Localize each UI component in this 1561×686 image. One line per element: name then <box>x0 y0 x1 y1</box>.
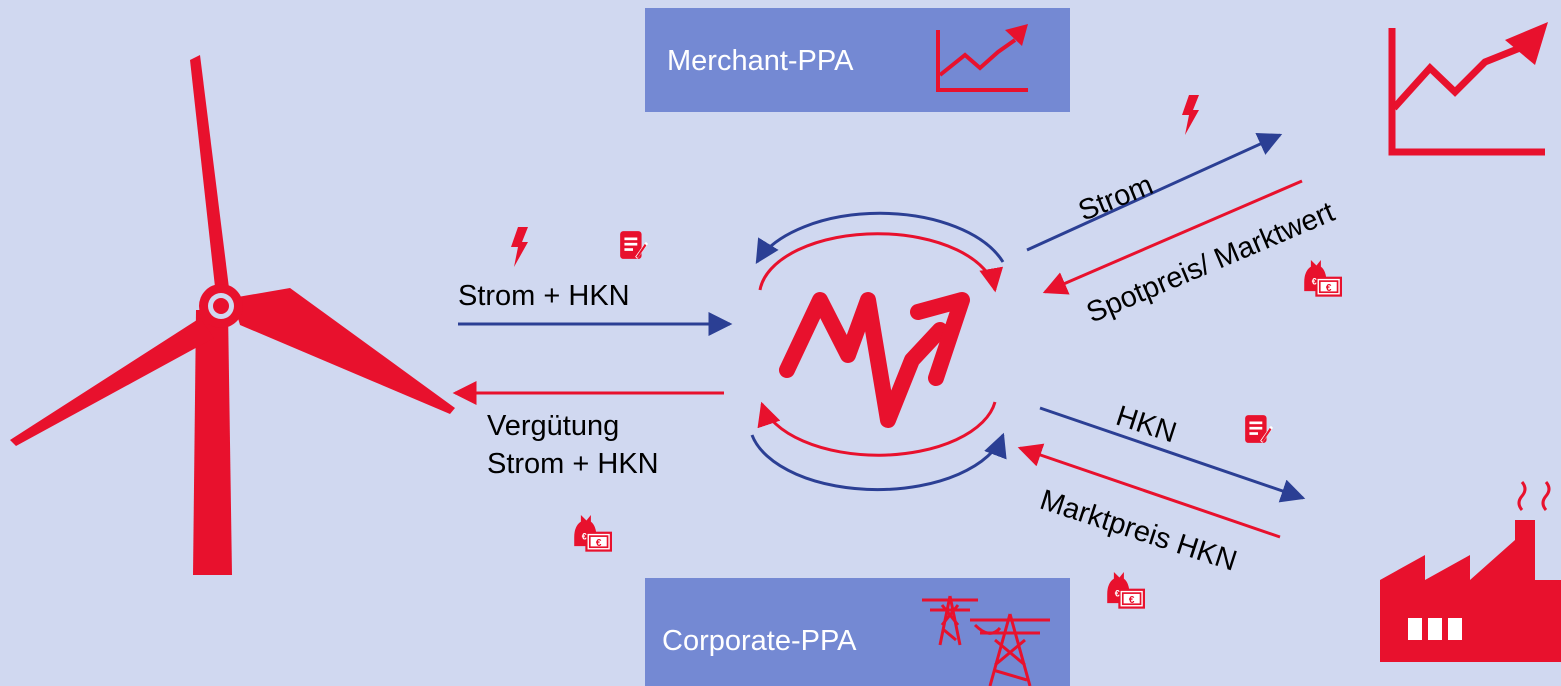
certificate-icon <box>620 231 648 259</box>
money-bag-icon <box>1106 572 1145 609</box>
factory-icon <box>1380 481 1561 662</box>
merchant-ppa-box <box>645 8 1070 112</box>
certificate-icon <box>1245 415 1273 443</box>
arrow-hkn-factory <box>1039 406 1306 503</box>
power-pylon-icon <box>922 595 1050 686</box>
arrow-spotpreis <box>1042 179 1303 295</box>
merchant-chart-icon <box>936 24 1028 92</box>
logo-cycle-arrows <box>750 211 1007 492</box>
corporate-ppa-label: Corporate-PPA <box>662 625 857 657</box>
wave-logo-icon <box>779 292 970 428</box>
money-bag-icon <box>573 515 612 552</box>
lightning-icon <box>1182 95 1199 135</box>
arrow-strom-market <box>1026 133 1283 252</box>
money-bag-icon <box>1303 260 1342 297</box>
lightning-icon <box>511 227 528 267</box>
wind-turbine-icon <box>10 55 455 575</box>
label-verguetung: Vergütung <box>487 410 620 442</box>
label-verguetung-strom-hkn: Strom + HKN <box>487 448 659 480</box>
merchant-ppa-label: Merchant-PPA <box>667 45 854 77</box>
market-chart-icon <box>1388 22 1548 156</box>
label-strom-hkn-left: Strom + HKN <box>458 280 630 312</box>
arrow-marktpreis <box>1017 443 1281 539</box>
